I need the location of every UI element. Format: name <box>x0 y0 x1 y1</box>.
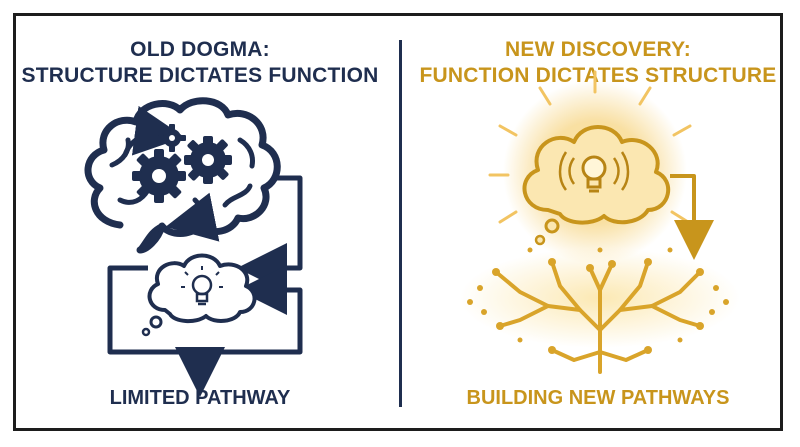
pathway-nodes <box>467 247 729 354</box>
old-dogma-title-line2: STRUCTURE DICTATES FUNCTION <box>21 64 379 87</box>
old-dogma-title-line1: OLD DOGMA: <box>130 38 270 61</box>
thought-cloud-icon <box>141 253 257 337</box>
down-arrow-right <box>670 174 714 260</box>
new-discovery-title: NEW DISCOVERY: FUNCTION DICTATES STRUCTU… <box>418 37 778 89</box>
limited-pathway-caption: LIMITED PATHWAY <box>109 387 291 409</box>
branching-pathways-icon <box>494 260 702 374</box>
gear-icon <box>184 136 232 184</box>
gear-icon <box>158 124 186 152</box>
center-divider <box>399 40 402 407</box>
old-dogma-title: OLD DOGMA: STRUCTURE DICTATES FUNCTION <box>20 37 380 89</box>
brain-icon <box>84 97 281 254</box>
lightbulb-icon <box>558 151 630 193</box>
gear-icon <box>132 149 186 203</box>
lightbulb-icon <box>181 266 223 306</box>
building-new-pathways-caption: BUILDING NEW PATHWAYS <box>466 387 730 409</box>
new-discovery-title-line2: FUNCTION DICTATES STRUCTURE <box>419 64 777 87</box>
new-discovery-title-line1: NEW DISCOVERY: <box>505 38 691 61</box>
glow-rays <box>488 70 692 224</box>
